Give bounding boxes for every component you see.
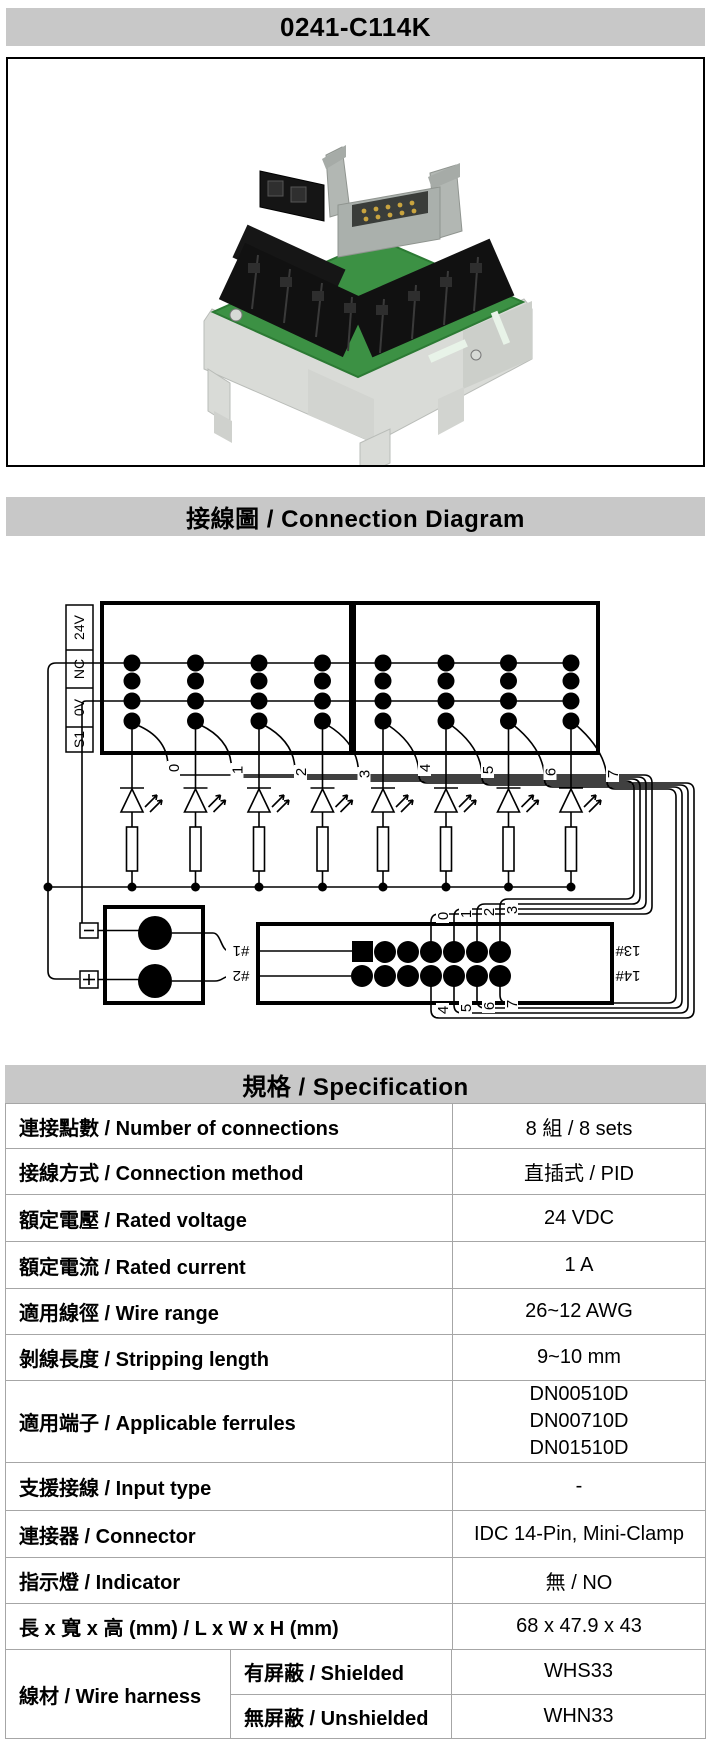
svg-text:3: 3: [357, 770, 374, 778]
spec-label: 指示燈 / Indicator: [6, 1558, 453, 1603]
spec-section-header: 規格 / Specification: [5, 1065, 706, 1103]
svg-text:2: 2: [481, 908, 498, 916]
table-row: 額定電流 / Rated current 1 A: [5, 1241, 706, 1288]
table-row: 支援接線 / Input type -: [5, 1462, 706, 1510]
idc-connector: [256, 922, 614, 1005]
table-row: 連接器 / Connector IDC 14-Pin, Mini-Clamp: [5, 1510, 706, 1557]
svg-text:#2: #2: [233, 967, 250, 984]
spec-label: 剝線長度 / Stripping length: [6, 1335, 453, 1380]
svg-text:5: 5: [458, 1004, 475, 1012]
svg-text:0: 0: [166, 764, 183, 772]
svg-text:6: 6: [481, 1002, 498, 1010]
terminal-blocks: [218, 224, 515, 358]
spec-label: 額定電壓 / Rated voltage: [6, 1195, 453, 1241]
rail-label-s1: S1: [71, 731, 87, 748]
spec-value: WHN33: [543, 1704, 614, 1727]
power-terminal: [79, 905, 205, 1005]
table-row: 長 x 寬 x 高 (mm) / L x W x H (mm) 68 x 47.…: [5, 1603, 706, 1649]
pin-row-top: [374, 941, 511, 963]
spec-value: -: [575, 1475, 583, 1497]
specification-table: 規格 / Specification 連接點數 / Number of conn…: [5, 1065, 706, 1739]
svg-text:7: 7: [605, 770, 622, 778]
table-row: 連接點數 / Number of connections 8 組 / 8 set…: [5, 1103, 706, 1148]
svg-text:3: 3: [504, 906, 521, 914]
table-row: 接線方式 / Connection method 直插式 / PID: [5, 1148, 706, 1194]
rail-label-0v: 0V: [71, 698, 87, 716]
table-row-wire-harness: 線材 / Wire harness 有屏蔽 / Shielded WHS33 無…: [5, 1649, 706, 1739]
svg-text:1: 1: [458, 910, 475, 918]
spec-value: 無 / NO: [545, 1572, 613, 1594]
table-row: 適用線徑 / Wire range 26~12 AWG: [5, 1288, 706, 1334]
spec-sub-label: 無屏蔽 / Unshielded: [231, 1694, 452, 1738]
ferrule-model: DN00510D: [529, 1383, 629, 1405]
spec-value: 24 VDC: [543, 1206, 615, 1229]
spec-label: 接線方式 / Connection method: [6, 1149, 453, 1194]
pin-number-labels: #1 #2 13# 14#: [226, 942, 641, 984]
harness-sub-row: 無屏蔽 / Unshielded WHN33: [231, 1693, 705, 1738]
page-title: 0241-C114K: [6, 8, 705, 46]
svg-text:4: 4: [435, 1006, 452, 1014]
connection-diagram: 24V NC 0V S1 0 1 2 3 4 5 6 7 0 1 2 3 4 5…: [0, 540, 711, 1040]
spec-sub-label: 有屏蔽 / Shielded: [231, 1650, 452, 1694]
spec-label: 適用線徑 / Wire range: [6, 1289, 453, 1334]
rail-label-nc: NC: [71, 659, 87, 679]
svg-text:#1: #1: [233, 942, 250, 959]
product-model: 0241-C114K: [280, 11, 431, 42]
svg-text:6: 6: [543, 768, 560, 776]
spec-value: WHS33: [544, 1660, 613, 1683]
spec-label-wire-harness: 線材 / Wire harness: [6, 1650, 231, 1738]
svg-text:13#: 13#: [615, 942, 641, 959]
spec-value: 8 組 / 8 sets: [525, 1117, 633, 1140]
ferrule-model: DN00710D: [529, 1410, 629, 1432]
pin-1-square: [352, 941, 373, 962]
svg-text:1: 1: [230, 766, 247, 774]
spec-value: 26~12 AWG: [525, 1300, 633, 1322]
svg-text:4: 4: [417, 764, 434, 772]
spec-value: IDC 14-Pin, Mini-Clamp: [473, 1522, 685, 1545]
spec-label: 連接點數 / Number of connections: [6, 1104, 453, 1148]
svg-text:5: 5: [480, 766, 497, 774]
channel-digits-top: 0 1 2 3 4 5 6 7: [166, 761, 622, 782]
table-row: 指示燈 / Indicator 無 / NO: [5, 1557, 706, 1603]
svg-text:14#: 14#: [615, 967, 641, 984]
spec-value-ferrules: DN00510D DN00710D DN01510D: [453, 1381, 705, 1462]
spec-value: 1 A: [564, 1253, 594, 1276]
table-row: 額定電壓 / Rated voltage 24 VDC: [5, 1194, 706, 1241]
pin-row-bottom: [351, 965, 511, 987]
table-row: 剝線長度 / Stripping length 9~10 mm: [5, 1334, 706, 1380]
svg-text:2: 2: [293, 768, 310, 776]
spec-label: 長 x 寬 x 高 (mm) / L x W x H (mm): [6, 1604, 453, 1649]
terminal-block-1: [100, 601, 353, 755]
product-photo: [203, 145, 533, 478]
terminal-block-2: [352, 601, 600, 755]
rail-wire-0v: [81, 700, 571, 923]
product-photo-frame: [6, 57, 705, 478]
svg-text:7: 7: [504, 1000, 521, 1008]
rail-label-24v: 24V: [71, 614, 87, 640]
svg-text:0: 0: [435, 912, 452, 920]
power-connector: [259, 170, 325, 222]
spec-label: 額定電流 / Rated current: [6, 1242, 453, 1288]
diagram-section-title: 接線圖 / Connection Diagram: [186, 506, 525, 533]
channel-digits-connector: 0 1 2 3 4 5 6 7: [435, 903, 521, 1017]
diagram-section-header: 接線圖 / Connection Diagram: [6, 497, 705, 536]
silkscreen-text: [490, 310, 511, 345]
rail-wire-nc: [47, 662, 571, 980]
spec-value: 9~10 mm: [537, 1346, 621, 1368]
spec-label: 連接器 / Connector: [6, 1511, 453, 1557]
spec-label: 適用端子 / Applicable ferrules: [6, 1381, 453, 1462]
ferrule-model: DN01510D: [529, 1437, 629, 1459]
spec-label: 支援接線 / Input type: [6, 1463, 453, 1510]
spec-value: 直插式 / PID: [523, 1163, 634, 1185]
mounting-hole: [229, 308, 243, 322]
harness-sub-row: 有屏蔽 / Shielded WHS33: [231, 1650, 705, 1694]
spec-section-title: 規格 / Specification: [242, 1073, 469, 1101]
spec-value: 68 x 47.9 x 43: [516, 1615, 642, 1637]
table-row-ferrules: 適用端子 / Applicable ferrules DN00510D DN00…: [5, 1380, 706, 1462]
power-rail-strip: [65, 604, 94, 753]
idc-header: [322, 145, 463, 258]
